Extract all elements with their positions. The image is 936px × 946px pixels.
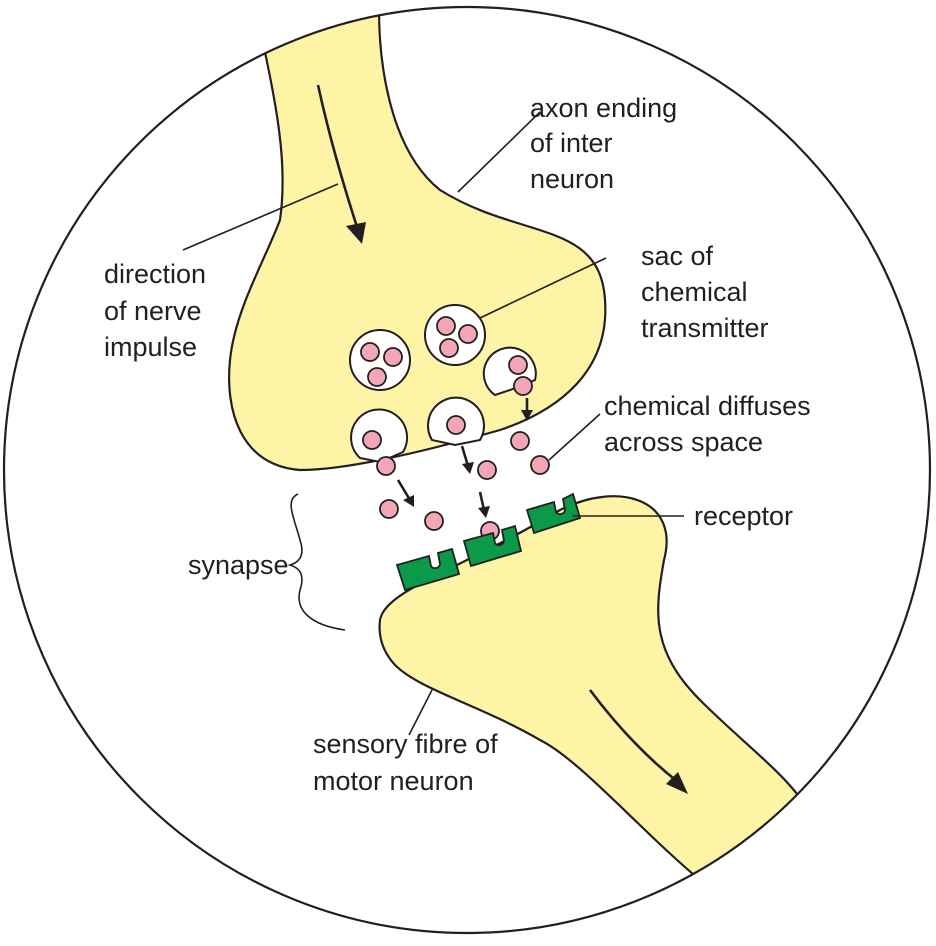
label-sac: sac of chemical transmitter — [641, 241, 769, 343]
sensory-fibre — [378, 495, 802, 882]
impulse-arrow-bottom — [588, 689, 688, 794]
label-receptor: receptor — [694, 501, 793, 531]
sac-open-1 — [482, 346, 537, 397]
label-synapse: synapse — [188, 550, 289, 580]
receptors — [395, 492, 582, 592]
sac-2 — [424, 304, 486, 366]
diffusing-molecules — [376, 431, 550, 541]
label-diffuses: chemical diffuses across space — [604, 391, 818, 457]
synapse-brace — [287, 493, 346, 631]
outer-circle-outline — [2, 5, 932, 935]
label-direction: direction of nerve impulse — [104, 259, 214, 362]
label-sensory: sensory fibre of motor neuron — [313, 729, 505, 796]
diffusion-arrows — [396, 398, 533, 518]
sac-1 — [349, 329, 411, 391]
sac-open-3 — [350, 408, 408, 464]
label-axon-ending: axon ending of inter neuron — [530, 93, 685, 194]
impulse-arrow-top — [316, 84, 366, 244]
leader-lines — [182, 111, 684, 736]
sac-open-2 — [427, 396, 485, 447]
